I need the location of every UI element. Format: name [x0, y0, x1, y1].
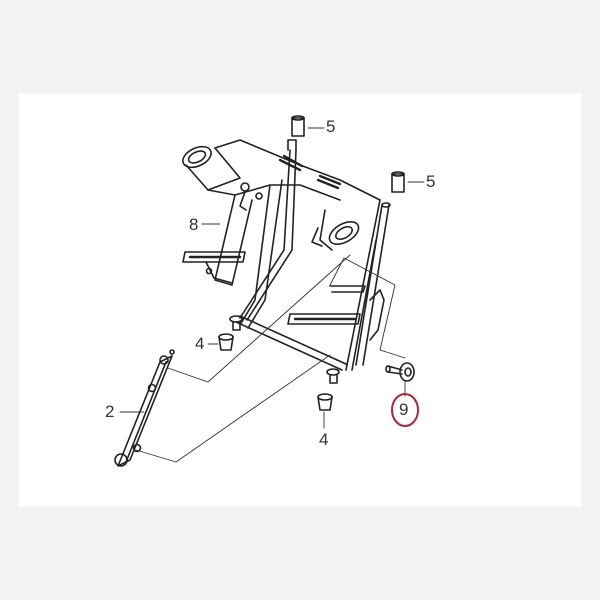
collar-parts [291, 115, 405, 193]
highlight-circle [391, 393, 419, 427]
grommet-parts [218, 333, 333, 411]
callout-label-8: 8 [189, 215, 199, 234]
callout-label-5b: 5 [426, 172, 436, 191]
callout-label-4b: 4 [319, 430, 329, 449]
callout-label-5a: 5 [326, 117, 336, 136]
frame-bracket [182, 139, 391, 384]
callout-label-2: 2 [105, 402, 115, 421]
stay-part [114, 349, 175, 467]
leader-lines [119, 127, 425, 463]
callout-label-4a: 4 [195, 334, 205, 353]
bolt-part [385, 362, 415, 382]
callout-label-9: 9 [399, 400, 409, 419]
